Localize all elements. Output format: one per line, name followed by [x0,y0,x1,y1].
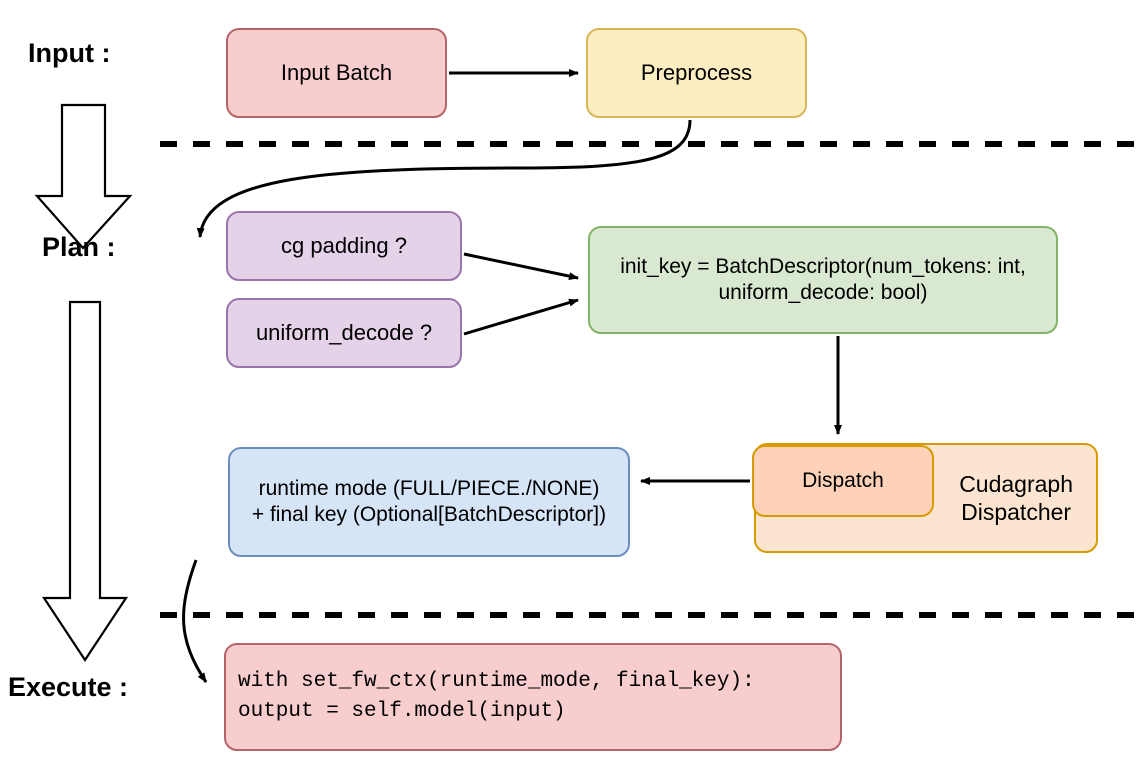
stage-label-input: Input : [28,38,111,68]
node-execute-code-label: with set_fw_ctx(runtime_mode, final_key)… [238,669,755,723]
node-runtime-mode[interactable]: runtime mode (FULL/PIECE./NONE) + final … [228,447,630,557]
arrow-cg-padding-to-init-key [463,252,579,281]
node-init-key-label: init_key = BatchDescriptor(num_tokens: i… [620,255,1026,304]
node-dispatch[interactable]: Dispatch [752,445,934,517]
node-init-key[interactable]: init_key = BatchDescriptor(num_tokens: i… [588,226,1058,334]
arrow-runtime-mode-to-execute-code [182,559,208,683]
node-input-batch[interactable]: Input Batch [226,28,447,118]
node-cg-padding[interactable]: cg padding ? [226,211,462,281]
node-input-batch-label: Input Batch [280,59,393,85]
node-uniform-decode[interactable]: uniform_decode ? [226,298,462,368]
node-runtime-mode-label: runtime mode (FULL/PIECE./NONE) + final … [251,477,607,526]
plan-to-execute-arrow [41,300,129,662]
node-dispatch-label: Dispatch [802,469,884,493]
node-execute-code[interactable]: with set_fw_ctx(runtime_mode, final_key)… [224,643,842,751]
node-uniform-decode-label: uniform_decode ? [255,319,433,345]
input-to-plan-arrow [34,103,133,250]
stage-label-plan: Plan : [42,232,116,262]
stage-label-execute: Execute : [8,672,129,702]
arrow-uniform-decode-to-init-key [463,298,579,336]
node-cg-padding-label: cg padding ? [281,232,407,258]
node-preprocess[interactable]: Preprocess [586,28,807,118]
node-preprocess-label: Preprocess [640,59,753,85]
node-cudagraph-dispatcher-label: Cudagraph Dispatcher [959,470,1073,525]
